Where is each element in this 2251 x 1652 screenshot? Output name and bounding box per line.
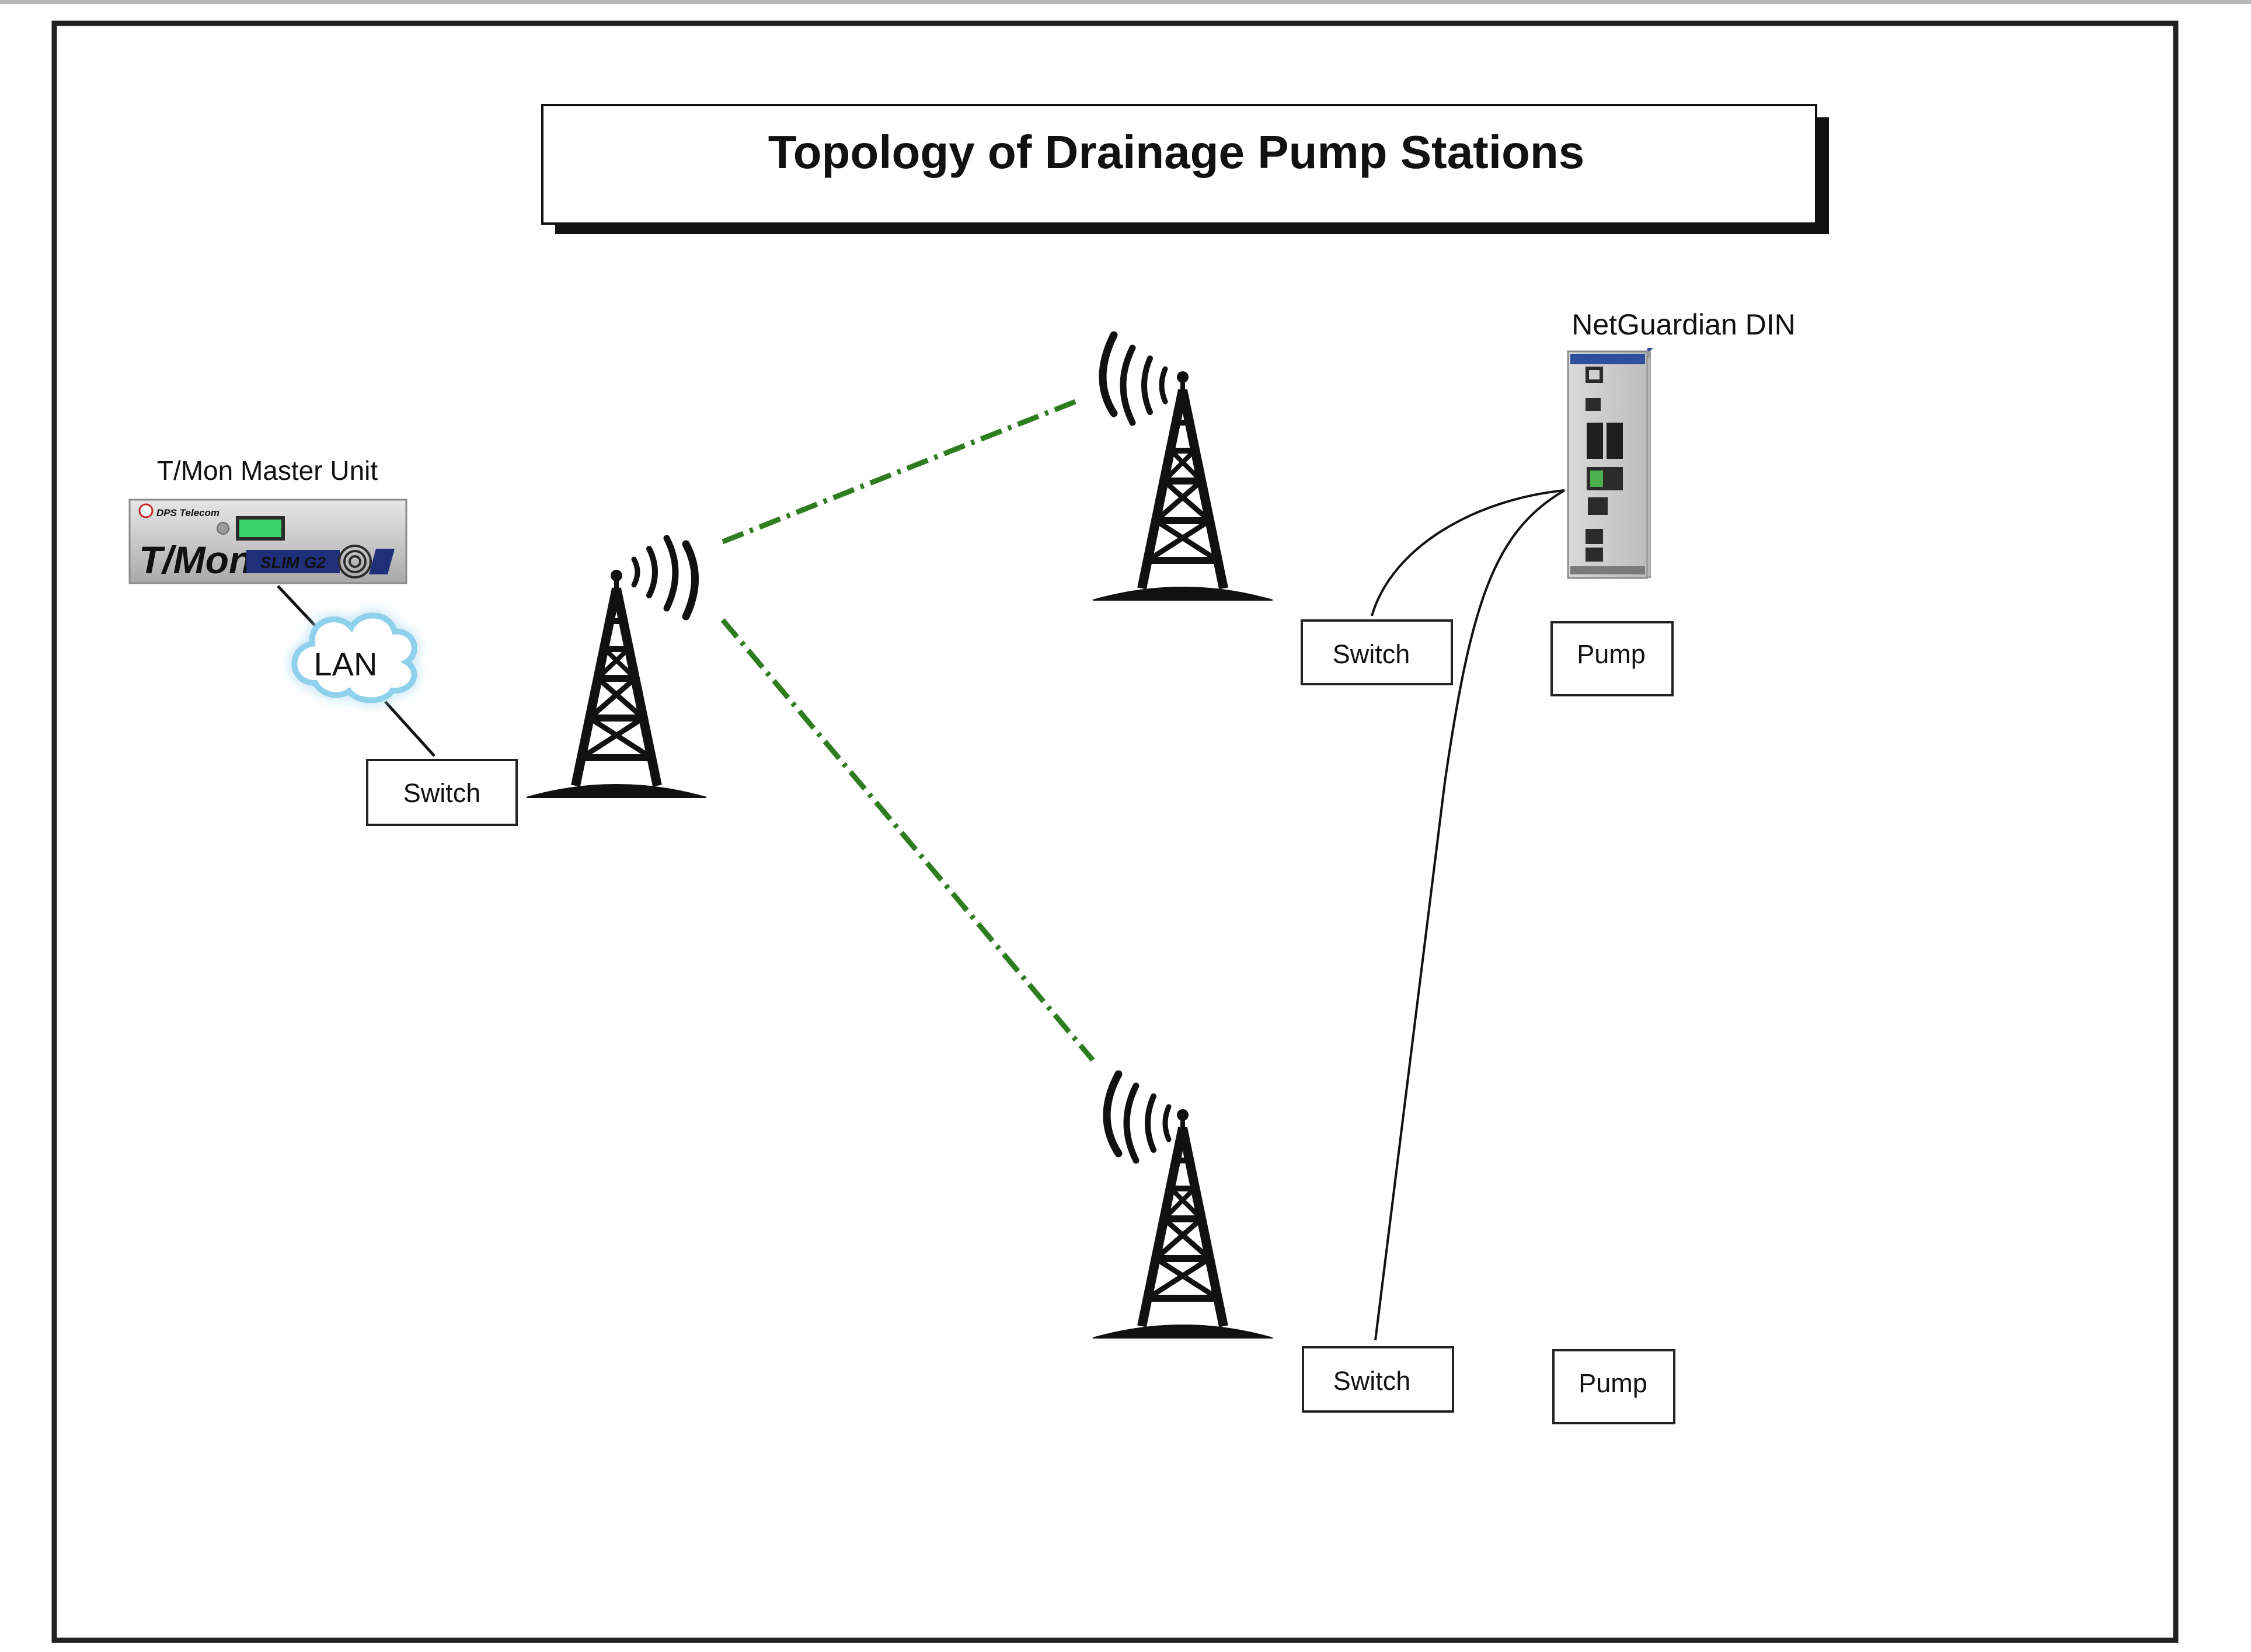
master-model: SLIM G2 [260,553,326,571]
switch-south: Switch [1302,1346,1454,1413]
pump-south-label: Pump [1579,1368,1647,1398]
dps-logo-icon [138,503,154,518]
netguardian-din-icon [1567,348,1653,579]
pump-south-box [1552,1349,1675,1424]
cloud-icon [291,612,417,703]
model-badge [246,550,340,573]
switch-master-label: Switch [403,778,481,808]
radio-tower-icon [1092,1109,1273,1339]
radio-waves-icon [1099,331,1168,426]
switch-south-label: Switch [1333,1366,1411,1396]
din-port-1 [1586,398,1601,411]
master-brand-large: T/Mon [139,538,252,581]
din-side-panel [1647,357,1650,578]
radio-tower-north [1092,331,1273,601]
radio-waves-icon [631,535,699,621]
title-box-frame [541,104,1817,225]
radio-link-north [722,399,1076,545]
pump-north-box [1550,621,1674,696]
chassis-tab [369,549,395,574]
radio-tower-south [1092,1070,1273,1339]
pump-north: Pump [1550,621,1674,696]
switch-north-box [1301,619,1453,685]
din-ethernet-port [1588,497,1608,515]
diagram-title: Topology of Drainage Pump Stations [768,126,1585,178]
radio-tower-master [526,535,707,798]
status-led-icon [217,522,229,535]
switch-master-box [366,759,518,826]
master-unit-label: T/Mon Master Unit [157,455,378,486]
lan-cloud: LAN [291,612,417,703]
din-terminal-block-2 [1607,423,1623,459]
lan-label: LAN [314,646,378,682]
rtu-label: NetGuardian DIN [1571,308,1796,341]
radio-waves-icon [1103,1070,1172,1164]
din-terminal-block-1 [1587,423,1603,459]
outer-frame [51,20,2179,1643]
din-front-panel [1567,350,1649,579]
lcd-screen [239,520,281,537]
switch-north-to-rtu-cable [1371,489,1565,616]
din-port-2 [1586,529,1603,544]
master-to-lan-link [277,585,316,627]
radio-tower-icon [1092,371,1273,601]
switch-south-to-rtu-cable [1374,489,1566,1341]
din-led-green [1590,470,1603,487]
pump-north-label: Pump [1577,639,1646,669]
tmon-master-unit-icon: DPS Telecom T/Mon SLIM G2 [128,499,407,584]
din-port-3 [1586,548,1603,562]
radio-link-south [720,618,1095,1062]
lan-to-switch-link [384,700,435,757]
radio-tower-icon [526,570,707,798]
title-box: Topology of Drainage Pump Stations [541,104,1829,234]
pump-south: Pump [1552,1349,1675,1424]
fan-icon [338,545,372,578]
netguardian-group: NetGuardian DIN [1567,308,1796,579]
top-edge-bar [0,0,2251,4]
din-brand-strip [1570,354,1645,364]
din-connector-top-inner [1589,370,1600,379]
switch-master: Switch [366,759,518,826]
master-brand-small: DPS Telecom [156,507,219,518]
switch-south-box [1302,1346,1454,1413]
switch-north-label: Switch [1333,639,1410,669]
switch-north: Switch [1301,619,1453,685]
tmon-master-group: T/Mon Master Unit DPS Telecom T/Mon SLIM… [128,455,407,584]
din-bottom-rail [1570,566,1645,574]
